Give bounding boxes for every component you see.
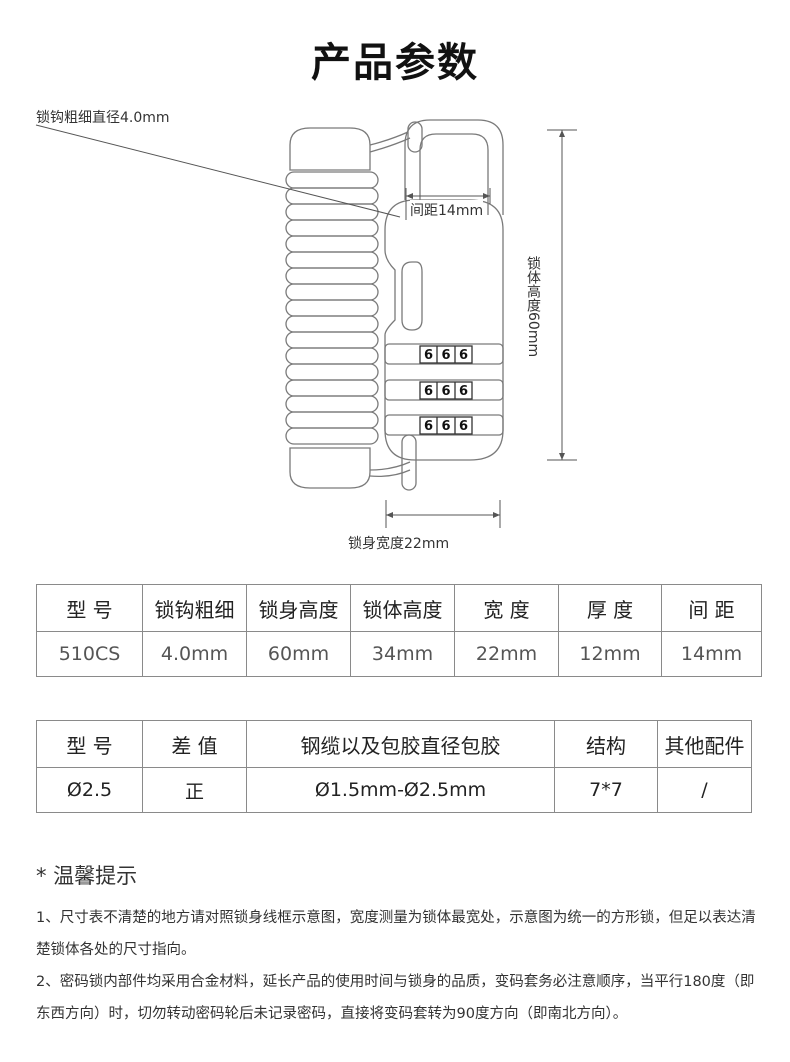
dial-digit: 6 (441, 419, 450, 434)
table-row: Ø2.5 正 Ø1.5mm-Ø2.5mm 7*7 / (36, 767, 752, 813)
dial-digit: 6 (441, 384, 450, 399)
table-cell: 12mm (558, 631, 662, 677)
dial-digit: 6 (424, 384, 433, 399)
lock-diagram: 6 6 6 6 6 6 6 6 6 (35, 119, 577, 528)
body-height-label: 锁体高度60mm (525, 256, 541, 358)
dial-rings (384, 343, 504, 436)
table-cell: / (657, 767, 752, 813)
table-cell: 60mm (246, 631, 351, 677)
spec-table-main: 型 号 锁钩粗细 锁身高度 锁体高度 宽 度 厚 度 间 距 510CS 4.0… (36, 584, 762, 677)
dial-digit: 6 (424, 348, 433, 363)
header-cell: 型 号 (36, 720, 143, 768)
coiled-cable (285, 171, 379, 445)
tips-title: * 温馨提示 (36, 864, 138, 888)
table-header-row: 型 号 差 值 钢缆以及包胶直径包胶 结构 其他配件 (36, 720, 752, 768)
header-cell: 锁身高度 (246, 584, 351, 632)
header-cell: 差 值 (142, 720, 247, 768)
header-cell: 其他配件 (657, 720, 752, 768)
dial-digit: 6 (459, 419, 468, 434)
body-width-label: 锁身宽度22mm (348, 536, 450, 552)
header-cell: 锁钩粗细 (142, 584, 247, 632)
spec-table-cable: 型 号 差 值 钢缆以及包胶直径包胶 结构 其他配件 Ø2.5 正 Ø1.5mm… (36, 720, 752, 813)
page-title: 产品参数 (311, 40, 479, 86)
table-cell: 510CS (36, 631, 143, 677)
table-cell: 34mm (350, 631, 455, 677)
header-cell: 型 号 (36, 584, 143, 632)
cable-top-cap (289, 127, 371, 171)
dial-digit: 6 (459, 384, 468, 399)
table-cell: 14mm (661, 631, 762, 677)
table-cell: 正 (142, 767, 247, 813)
header-cell: 锁体高度 (350, 584, 455, 632)
dial-digit: 6 (459, 348, 468, 363)
hook-diameter-label: 锁钩粗细直径4.0mm (36, 110, 170, 126)
table-cell: 4.0mm (142, 631, 247, 677)
table-cell: Ø2.5 (36, 767, 143, 813)
table-cell: 22mm (454, 631, 559, 677)
header-cell: 间 距 (661, 584, 762, 632)
hook-leader-line (35, 124, 401, 218)
tip-item-1: 1、尺寸表不清楚的地方请对照锁身线框示意图，宽度测量为锁体最宽处，示意图为统一的… (36, 910, 756, 958)
table-cell: 7*7 (554, 767, 658, 813)
shackle (404, 119, 504, 215)
table-header-row: 型 号 锁钩粗细 锁身高度 锁体高度 宽 度 厚 度 间 距 (36, 584, 762, 632)
dial-digit: 6 (424, 419, 433, 434)
gap-label: 间距14mm (410, 200, 484, 220)
table-cell: Ø1.5mm-Ø2.5mm (246, 767, 555, 813)
cable-bottom-cap (289, 447, 371, 489)
dial-windows (419, 345, 473, 435)
header-cell: 厚 度 (558, 584, 662, 632)
tip-item-2: 2、密码锁内部件均采用合金材料，延长产品的使用时间与锁身的品质，变码套务必注意顺… (36, 974, 755, 1022)
table-row: 510CS 4.0mm 60mm 34mm 22mm 12mm 14mm (36, 631, 762, 677)
header-cell: 钢缆以及包胶直径包胶 (246, 720, 555, 768)
dial-digit: 6 (441, 348, 450, 363)
header-cell: 结构 (554, 720, 658, 768)
header-cell: 宽 度 (454, 584, 559, 632)
